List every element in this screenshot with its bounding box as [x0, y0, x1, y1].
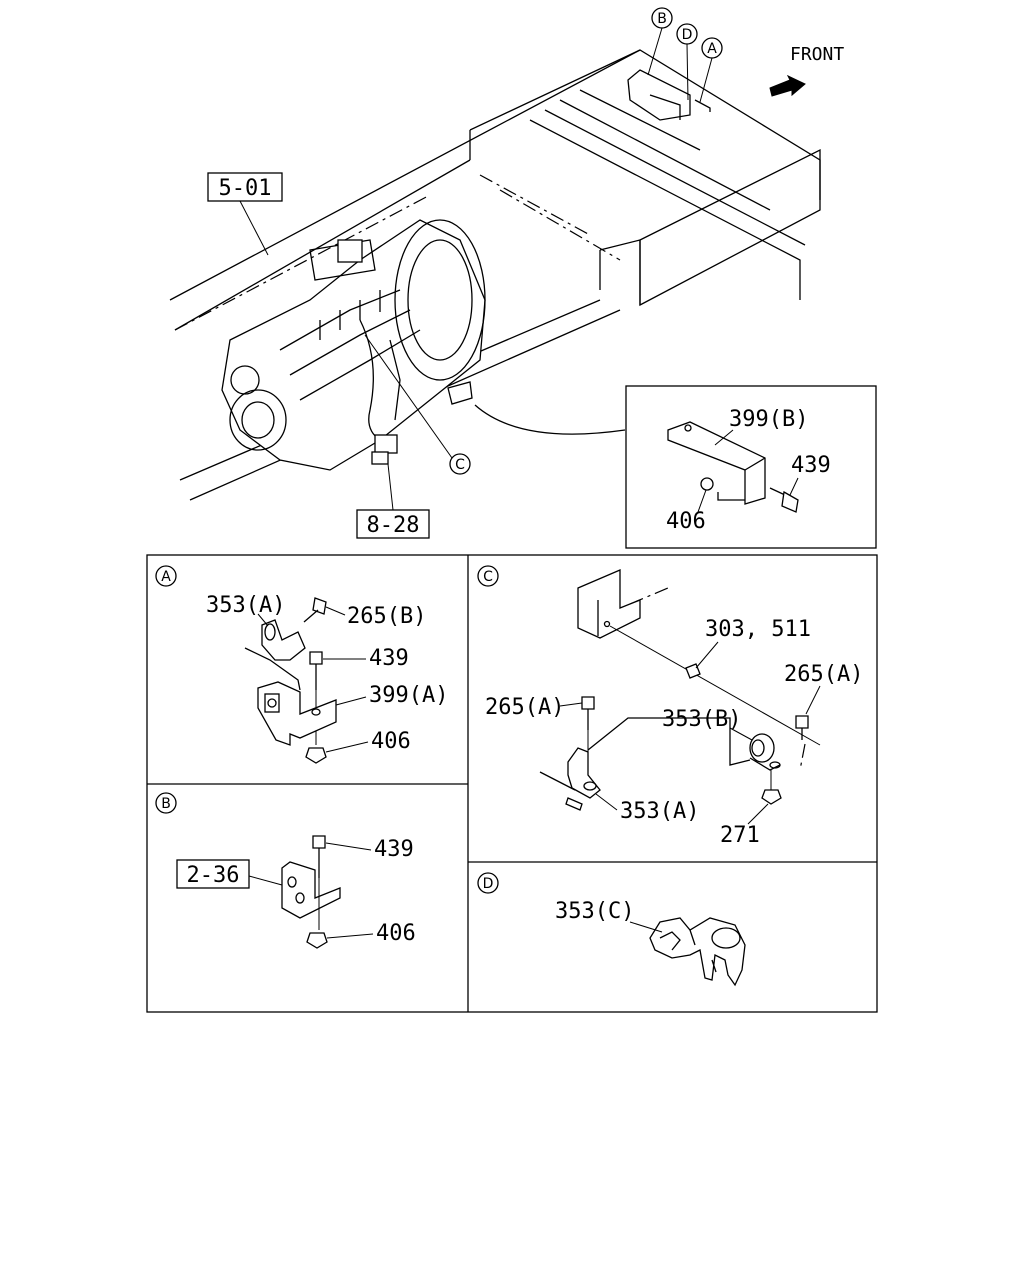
- ref-8-28-label: 8-28: [367, 513, 420, 538]
- panel-B-ref-2-36: 2-36: [187, 863, 240, 888]
- panel-C-part-303-511: 303, 511: [705, 617, 811, 642]
- panel-A-part-265B: 265(B): [347, 604, 426, 629]
- panel-C-part-265A-left: 265(A): [485, 695, 564, 720]
- front-arrow-icon: [769, 74, 806, 97]
- inset-frame: [625, 385, 877, 549]
- panel-B-tag: B: [161, 796, 171, 812]
- panel-A-part-406: 406: [371, 729, 411, 754]
- panel-C-part-353B: 353(B): [662, 707, 741, 732]
- panel-A: A 353(A) 265(B) 439 399(A) 406: [155, 565, 448, 764]
- transmission-assembly: [221, 219, 486, 471]
- inset-part-399B: 399(B): [729, 407, 808, 432]
- panel-D: D 353(C): [477, 872, 746, 987]
- callout-A: A: [707, 41, 717, 57]
- detail-panels: [146, 554, 878, 1013]
- panel-C: C 303, 511 265(A) 265: [477, 565, 863, 848]
- inset-leader: [474, 404, 626, 435]
- front-indicator: FRONT: [769, 44, 844, 97]
- callout-C: C: [455, 457, 465, 473]
- ref-5-01-label: 5-01: [219, 176, 272, 201]
- panel-B: B 2-36 439 406: [155, 792, 416, 949]
- engine-callout-C: C: [364, 334, 471, 475]
- panel-C-part-265A-right: 265(A): [784, 662, 863, 687]
- inset-part-406: 406: [666, 509, 706, 534]
- panel-A-tag: A: [161, 569, 171, 585]
- front-label: FRONT: [790, 44, 844, 65]
- ref-5-01: 5-01: [207, 172, 283, 256]
- panel-D-part-353C: 353(C): [555, 899, 634, 924]
- callout-B: B: [657, 11, 667, 27]
- top-callouts: B D A: [647, 7, 723, 103]
- panel-B-part-439: 439: [374, 837, 414, 862]
- inset-bracket-399B: 399(B) 439 406: [625, 385, 877, 549]
- panel-C-part-271: 271: [720, 823, 760, 848]
- panel-C-part-353A: 353(A): [620, 799, 699, 824]
- panel-A-part-439: 439: [369, 646, 409, 671]
- ref-8-28: 8-28: [356, 463, 430, 539]
- panel-A-part-399A: 399(A): [369, 683, 448, 708]
- panel-D-tag: D: [483, 876, 494, 892]
- inset-part-439: 439: [791, 453, 831, 478]
- callout-D: D: [682, 27, 693, 43]
- panel-A-part-353A: 353(A): [206, 593, 285, 618]
- panel-C-tag: C: [483, 569, 493, 585]
- panel-B-part-406: 406: [376, 921, 416, 946]
